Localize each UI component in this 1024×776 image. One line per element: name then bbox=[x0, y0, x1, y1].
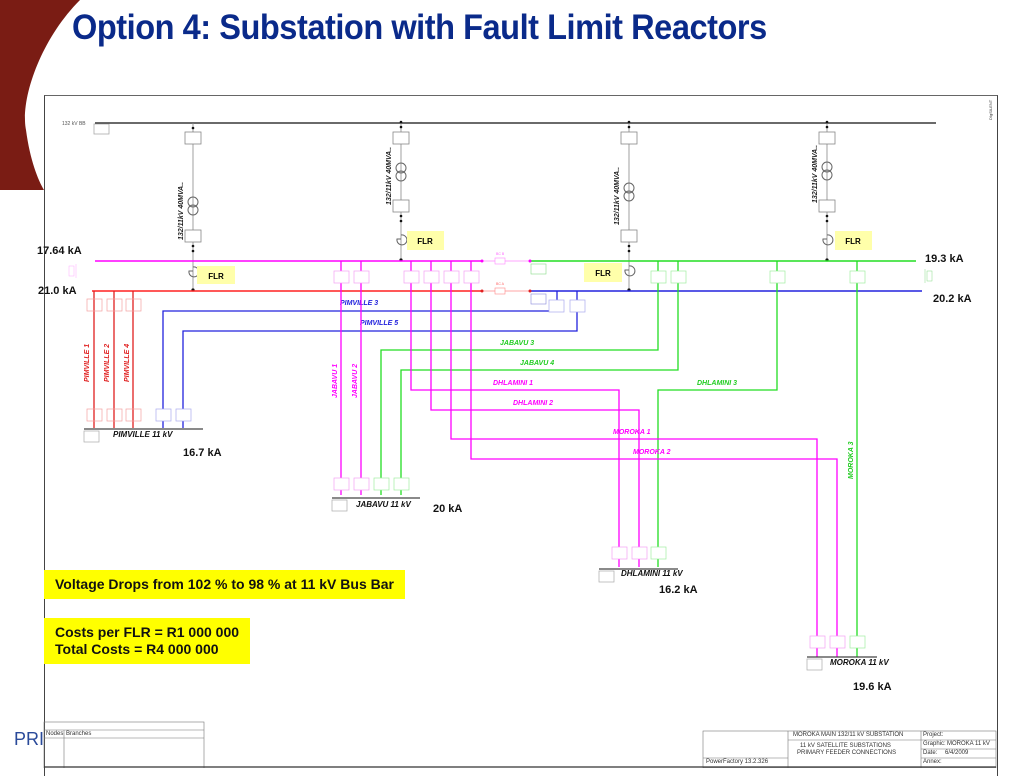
substation-label-dhlamini: DHLAMINI 11 kV bbox=[621, 569, 683, 578]
reactor-icon bbox=[624, 265, 636, 277]
feeder-jabavu-3 bbox=[373, 261, 667, 495]
feeder-label-moroka-1: MOROKA 1 bbox=[613, 429, 651, 436]
software-version: PowerFactory 13.2.326 bbox=[706, 759, 769, 765]
drawing-main-title: MOROKA MAIN 132/11 kV SUBSTATION bbox=[793, 732, 904, 738]
feeder-label-pimville-1: PIMVILLE 1 bbox=[84, 344, 91, 382]
bus-end-marker-left bbox=[68, 264, 77, 278]
fault-level-jabavu: 20 kA bbox=[433, 503, 463, 515]
legend-branches: Branches bbox=[66, 731, 92, 737]
feeder-label-moroka-3: MOROKA 3 bbox=[848, 441, 855, 479]
flr-label-1: FLR bbox=[197, 266, 235, 284]
svg-text:BC A: BC A bbox=[496, 282, 505, 286]
transformer-label: 132/11kV 40MVA.. bbox=[178, 182, 185, 240]
feeder-jabavu-1 bbox=[333, 261, 350, 495]
feeder-label-moroka-2: MOROKA 2 bbox=[633, 449, 671, 456]
feeder-label-pimville-2: PIMVILLE 2 bbox=[104, 344, 111, 382]
voltage-drop-text: Voltage Drops from 102 % to 98 % at 11 k… bbox=[55, 576, 394, 592]
transformer-bay-1: 132/11kV 40MVA.. bbox=[178, 123, 202, 292]
feeder-pimville-5 bbox=[175, 291, 586, 428]
feeder-dhlamini-2 bbox=[423, 261, 648, 567]
fault-level-dhlamini: 16.2 kA bbox=[659, 584, 698, 596]
transformer-label: 132/11kV 40MVA.. bbox=[614, 167, 621, 225]
cost-per-flr-text: Costs per FLR = R1 000 000 bbox=[55, 624, 240, 640]
transformer-bay-3: 132/11kV 40MVA.. bbox=[614, 120, 638, 292]
substation-label-moroka: MOROKA 11 kV bbox=[830, 658, 889, 667]
svg-text:FLR: FLR bbox=[845, 237, 861, 246]
svg-text:FLR: FLR bbox=[595, 269, 611, 278]
flr-label-3: FLR bbox=[584, 263, 622, 282]
total-costs-text: Total Costs = R4 000 000 bbox=[55, 641, 219, 657]
feeder-label-jabavu-2: JABAVU 2 bbox=[352, 364, 359, 398]
annex-label: Annex: bbox=[923, 759, 942, 765]
fault-level-moroka: 19.6 kA bbox=[853, 681, 892, 693]
hv-bus-label: 132 kV BB bbox=[62, 121, 86, 127]
svg-text:FLR: FLR bbox=[417, 237, 433, 246]
fault-level-blue-bus: 20.2 kA bbox=[933, 293, 972, 305]
substation-label-jabavu: JABAVU 11 kV bbox=[356, 500, 412, 509]
feeder-label-dhlamini-3: DHLAMINI 3 bbox=[697, 380, 737, 387]
feeder-moroka-1 bbox=[443, 261, 826, 657]
hv-bus-node-box bbox=[93, 123, 110, 135]
feeder-dhlamini-3 bbox=[650, 261, 786, 567]
feeder-pimville-2 bbox=[106, 291, 123, 428]
graphic-label: Graphic: bbox=[923, 741, 946, 747]
reactor-icon bbox=[396, 234, 408, 246]
feeder-jabavu-2 bbox=[353, 261, 370, 495]
fault-level-red-bus: 21.0 kA bbox=[38, 285, 77, 297]
reactor-icon bbox=[822, 234, 834, 246]
date-label: Date: bbox=[923, 750, 938, 756]
voltage-drop-note: Voltage Drops from 102 % to 98 % at 11 k… bbox=[44, 570, 405, 599]
transformer-bay-4: 132/11kV 40MVA.. bbox=[812, 120, 836, 262]
reactor-icon bbox=[188, 266, 200, 278]
vendor-mark: DIgSILENT bbox=[988, 99, 993, 120]
flr-label-2: FLR bbox=[407, 231, 444, 250]
bus-coupler-b: BC B bbox=[480, 252, 547, 275]
feeder-label-jabavu-4: JABAVU 4 bbox=[520, 360, 554, 367]
maroon-crescent-shape bbox=[0, 0, 80, 190]
feeder-label-pimville-3: PIMVILLE 3 bbox=[340, 300, 378, 307]
feeder-jabavu-4 bbox=[393, 261, 687, 495]
feeder-dhlamini-1 bbox=[403, 261, 628, 567]
feeder-label-pimville-4: PIMVILLE 4 bbox=[124, 344, 131, 382]
feeder-label-dhlamini-1: DHLAMINI 1 bbox=[493, 380, 533, 387]
feeder-moroka-2 bbox=[463, 261, 846, 657]
flr-label-4: FLR bbox=[835, 231, 872, 250]
svg-text:BC B: BC B bbox=[496, 252, 505, 256]
date-value: 6/4/2009 bbox=[945, 750, 969, 756]
drawing-subtitle-1: 11 kV SATELLITE SUBSTATIONS bbox=[800, 743, 891, 749]
feeder-label-jabavu-1: JABAVU 1 bbox=[332, 364, 339, 398]
feeder-moroka-3 bbox=[849, 261, 866, 657]
cost-note: Costs per FLR = R1 000 000 Total Costs =… bbox=[44, 618, 251, 664]
graphic-value: MOROKA 11 kV bbox=[947, 741, 990, 747]
diagram-frame bbox=[44, 95, 998, 776]
title-block bbox=[43, 721, 997, 768]
slide-title: Option 4: Substation with Fault Limit Re… bbox=[72, 8, 767, 47]
fault-level-green-bus: 19.3 kA bbox=[925, 253, 964, 265]
feeder-label-dhlamini-2: DHLAMINI 2 bbox=[513, 400, 553, 407]
project-label: Project: bbox=[923, 732, 944, 738]
feeder-label-jabavu-3: JABAVU 3 bbox=[500, 340, 534, 347]
feeder-pimville-3 bbox=[155, 291, 565, 428]
footer-fragment: PRI bbox=[14, 729, 45, 749]
drawing-subtitle-2: PRIMARY FEEDER CONNECTIONS bbox=[797, 750, 897, 756]
transformer-bay-2: 132/11kV 40MVA.. bbox=[386, 120, 410, 262]
fault-level-pimville: 16.7 kA bbox=[183, 447, 222, 459]
feeder-pimville-1 bbox=[86, 291, 103, 428]
bus-end-marker-right bbox=[924, 269, 933, 283]
legend-nodes: Nodes bbox=[46, 731, 64, 737]
feeder-pimville-4 bbox=[125, 291, 142, 428]
svg-text:FLR: FLR bbox=[208, 272, 224, 281]
substation-label-pimville: PIMVILLE 11 kV bbox=[113, 430, 173, 439]
bus-coupler-a: BC A bbox=[480, 282, 547, 305]
transformer-label: 132/11kV 40MVA.. bbox=[812, 145, 819, 203]
transformer-label: 132/11kV 40MVA.. bbox=[386, 147, 393, 205]
feeder-label-pimville-5: PIMVILLE 5 bbox=[360, 320, 398, 327]
fault-level-magenta-bus: 17.64 kA bbox=[37, 245, 82, 257]
